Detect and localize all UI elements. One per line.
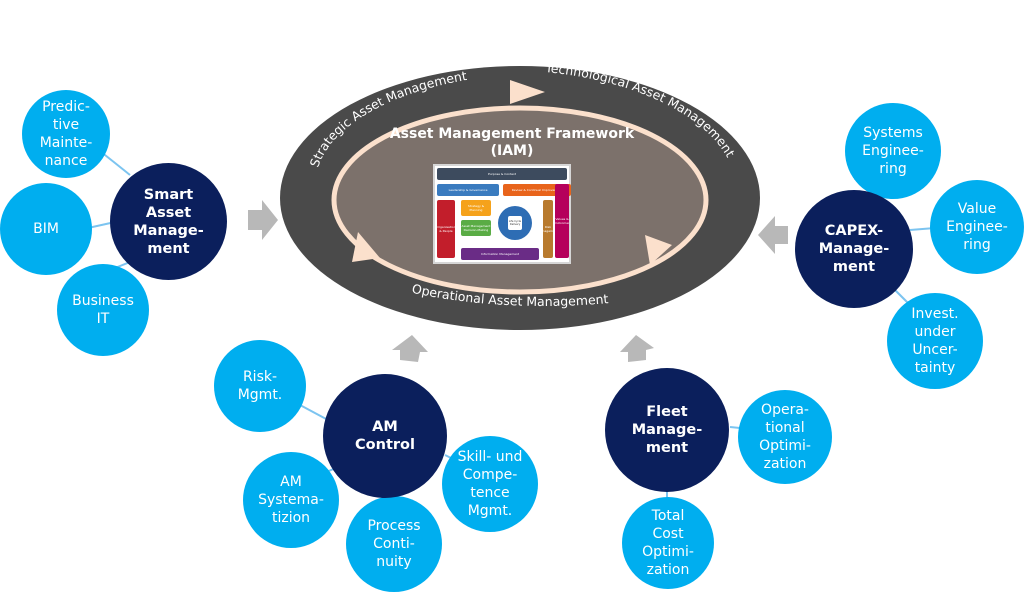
sub-node-systems-engineering[interactable]: Systems Enginee- ring	[845, 103, 941, 199]
iam-leadership: Leadership & Governance	[437, 184, 499, 196]
sub-node-predictive-maintenance[interactable]: Predic- tive Mainte- nance	[22, 90, 110, 178]
arrow-right-icon	[248, 200, 278, 240]
sub-node-am-systematizion[interactable]: AM Systema- tizion	[243, 452, 339, 548]
cycle-arrow-top-icon	[510, 80, 545, 104]
iam-model-image: Purpose & Context Leadership & Governanc…	[433, 164, 571, 264]
cycle-arrow-right-icon	[645, 235, 672, 265]
framework-title: Asset Management Framework (IAM)	[389, 126, 635, 159]
sub-node-operational-optimization[interactable]: Opera- tional Optimi- zation	[738, 390, 832, 484]
iam-purpose: Purpose & Context	[437, 168, 567, 180]
sub-node-skill-competence-mgmt[interactable]: Skill- und Compe- tence Mgmt.	[442, 436, 538, 532]
arrow-left-icon	[758, 216, 788, 254]
iam-review: Review & Continual Improvement	[503, 184, 571, 196]
iam-lifecycle-ring: Life Cycle Delivery	[498, 206, 532, 240]
sub-node-process-continuity[interactable]: Process Conti- nuity	[346, 496, 442, 592]
arrow-up-left-icon	[620, 335, 654, 362]
iam-organisation: Organisation & People	[437, 200, 455, 258]
sub-node-value-engineering[interactable]: Value Enginee- ring	[930, 180, 1024, 274]
sub-node-bim[interactable]: BIM	[0, 183, 92, 275]
iam-risk: Risk Management	[543, 200, 553, 258]
main-node-smart-asset-management[interactable]: Smart Asset Manage- ment	[110, 163, 227, 280]
sub-node-business-it[interactable]: Business IT	[57, 264, 149, 356]
sub-node-invest-under-uncertainty[interactable]: Invest. under Uncer- tainty	[887, 293, 983, 389]
iam-lifecycle: Life Cycle Delivery	[508, 216, 522, 230]
iam-decision: Asset Management Decision-Making	[461, 220, 491, 236]
cycle-arrow-left-icon	[352, 232, 380, 262]
sub-node-risk-mgmt[interactable]: Risk- Mgmt.	[214, 340, 306, 432]
sub-node-total-cost-optimization[interactable]: Total Cost Optimi- zation	[622, 497, 714, 589]
connector-line	[299, 404, 329, 421]
main-node-fleet-management[interactable]: Fleet Manage- ment	[605, 368, 729, 492]
arrow-up-right-icon	[392, 335, 428, 362]
main-node-am-control[interactable]: AM Control	[323, 374, 447, 498]
main-node-capex-management[interactable]: CAPEX- Manage- ment	[795, 190, 913, 308]
iam-information: Information Management	[461, 248, 539, 260]
feed-arrows	[248, 200, 788, 362]
iam-values: Values & Outcomes	[555, 184, 569, 258]
iam-strategy: Strategy & Planning	[461, 200, 491, 216]
